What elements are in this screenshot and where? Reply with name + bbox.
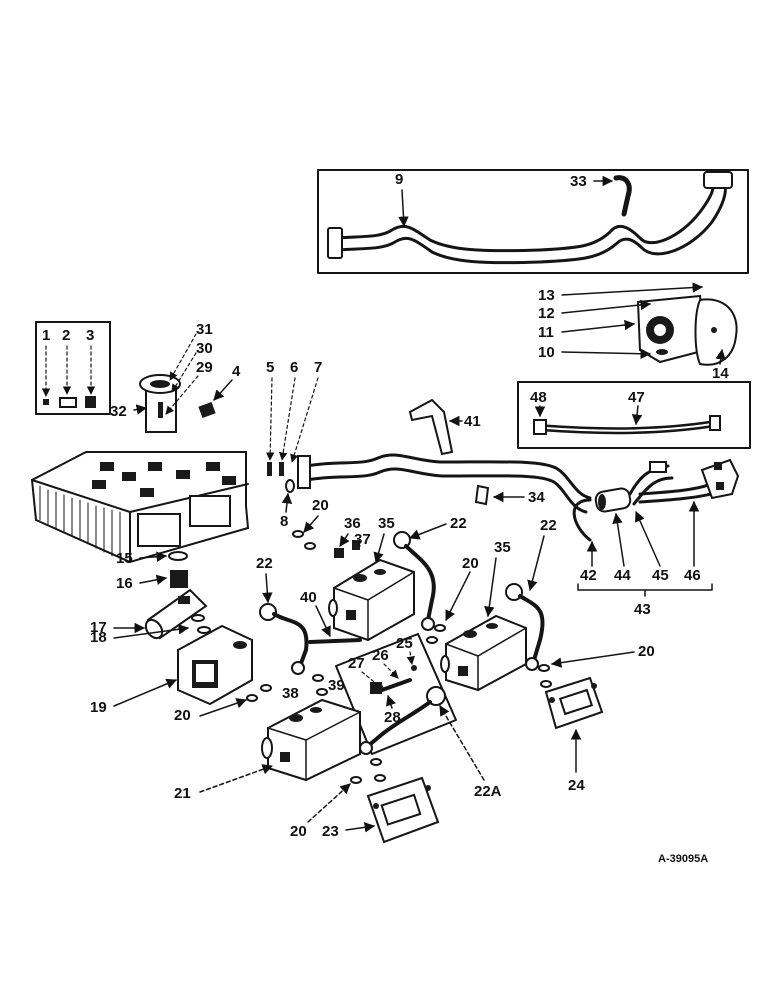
label-12: 12 [538, 305, 555, 322]
label-35-upper: 35 [378, 515, 395, 532]
label-11: 11 [538, 324, 554, 341]
valve-35-right: 35 20 22 [426, 517, 557, 692]
label-19: 19 [90, 699, 107, 716]
label-26: 26 [372, 647, 389, 664]
label-40: 40 [300, 589, 317, 606]
label-2: 2 [62, 327, 70, 344]
hose-box: 48 47 [517, 381, 751, 449]
tube-flange-right [703, 171, 733, 189]
clip-part-33 [613, 175, 632, 217]
label-15: 15 [116, 550, 133, 567]
label-48: 48 [530, 389, 547, 406]
label-37: 37 [354, 531, 371, 548]
label-35-right: 35 [494, 539, 511, 556]
fittings-5-8: 5 6 7 8 [265, 359, 322, 530]
parts-38-39: 38 39 [282, 674, 345, 702]
linkage-box: 27 26 25 28 [335, 633, 457, 755]
lever-22-left: 22 40 [256, 555, 362, 675]
label-41: 41 [464, 413, 481, 430]
label-45: 45 [652, 567, 669, 584]
label-10: 10 [538, 344, 555, 361]
label-29: 29 [196, 359, 213, 376]
label-23: 23 [322, 823, 339, 840]
drawing-number: A-39095A [658, 853, 708, 865]
label-34: 34 [528, 489, 545, 506]
label-4: 4 [232, 363, 241, 380]
label-20-bottom: 20 [290, 823, 307, 840]
label-44: 44 [614, 567, 631, 584]
label-16: 16 [116, 575, 133, 592]
label-31: 31 [196, 321, 213, 338]
label-22-right: 22 [540, 517, 557, 534]
label-1: 1 [42, 327, 50, 344]
plug-group: 4 [198, 363, 241, 419]
bracket-41 [408, 398, 454, 456]
end-cover-19: 18 19 [90, 614, 253, 716]
label-46: 46 [684, 567, 701, 584]
label-5: 5 [266, 359, 274, 376]
label-14: 14 [712, 365, 729, 382]
label-32: 32 [110, 403, 127, 420]
label-6: 6 [290, 359, 298, 376]
label-7: 7 [314, 359, 322, 376]
o-rings-top: 20 [292, 497, 329, 550]
tube-flange-left [327, 227, 343, 259]
hydraulic-housing [30, 451, 250, 564]
valve-21-lower: 21 22A [174, 686, 502, 802]
pump-cover-group: 13 12 11 10 14 [538, 282, 738, 382]
valve-35-upper: 36 37 35 22 [328, 515, 467, 642]
label-8: 8 [280, 513, 288, 530]
label-22-upper: 22 [450, 515, 467, 532]
parts-15-17: 15 16 17 [90, 550, 208, 640]
label-18: 18 [90, 629, 107, 646]
label-22-left: 22 [256, 555, 273, 572]
label-9: 9 [395, 171, 403, 188]
label-20-left: 20 [174, 707, 191, 724]
small-parts-box: 1 2 3 [35, 321, 111, 415]
label-20-far-right: 20 [638, 643, 655, 660]
right-cover-24: 20 24 [538, 643, 655, 794]
elbow-46 [700, 458, 740, 500]
label-39: 39 [328, 677, 345, 694]
o-rings-left: 20 [174, 684, 272, 724]
label-24: 24 [568, 777, 585, 794]
label-42: 42 [580, 567, 597, 584]
bottom-cover-23: 20 23 [290, 758, 440, 844]
label-13: 13 [538, 287, 555, 304]
label-43: 43 [634, 601, 651, 618]
label-47: 47 [628, 389, 645, 406]
tube-flange [297, 455, 311, 489]
label-21: 21 [174, 785, 191, 802]
label-22a: 22A [474, 783, 502, 800]
label-30: 30 [196, 340, 213, 357]
label-36: 36 [344, 515, 361, 532]
tube-assembly-box: 9 33 [317, 169, 749, 274]
label-20-top: 20 [312, 497, 329, 514]
hose-fitting-48 [533, 419, 547, 435]
label-25: 25 [396, 635, 413, 652]
filler-group: 31 30 29 32 [110, 321, 213, 433]
label-33: 33 [570, 173, 587, 190]
label-38: 38 [282, 685, 299, 702]
label-3: 3 [86, 327, 94, 344]
main-tube-assembly: 41 34 42 44 45 46 43 [297, 398, 740, 618]
label-27: 27 [348, 655, 365, 672]
label-17: 17 [90, 619, 107, 636]
label-20-right: 20 [462, 555, 479, 572]
